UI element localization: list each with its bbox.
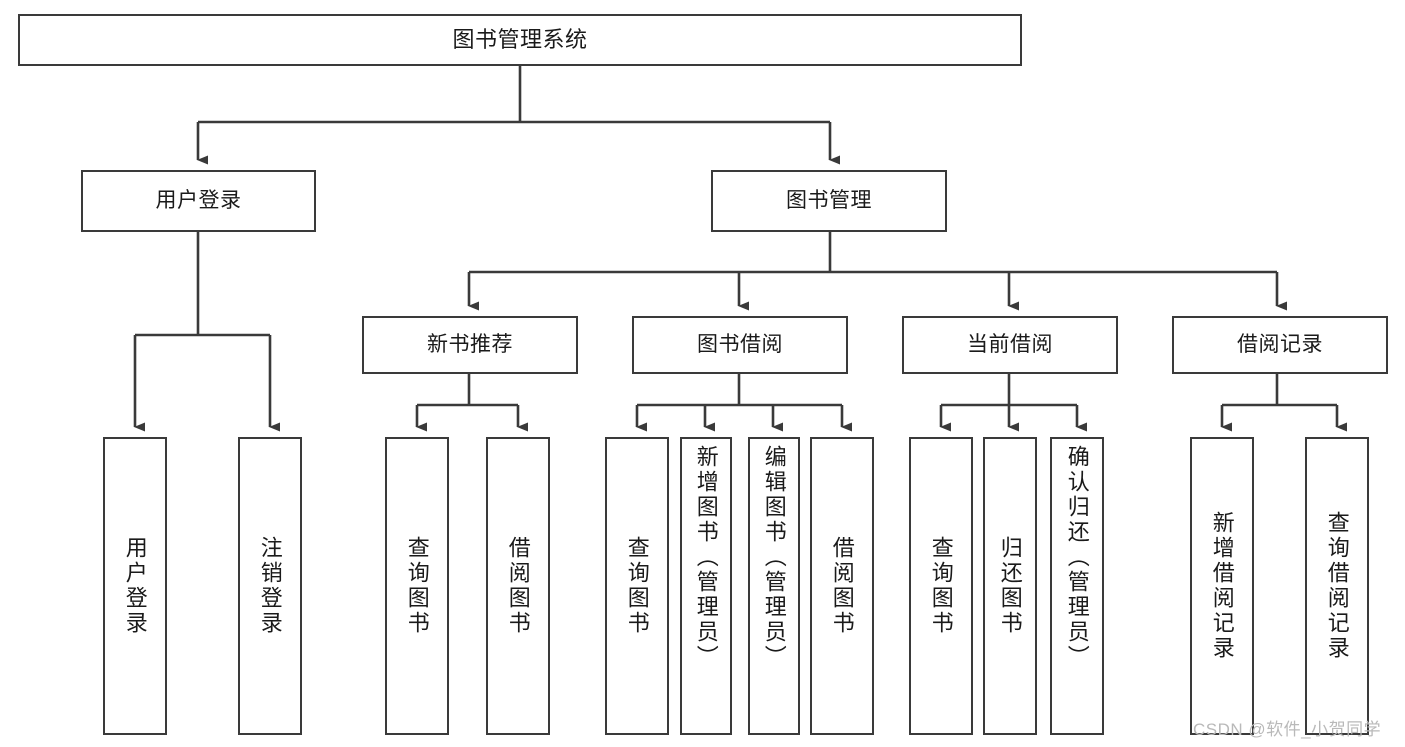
node-label: 注销登录: [257, 536, 283, 636]
node-label: 用户登录: [155, 189, 242, 213]
node-root-book-management-system[interactable]: 图书管理系统: [18, 14, 1022, 66]
leaf-query-book-borrow[interactable]: 查询图书: [605, 437, 669, 735]
vertical-text-wrap: 借阅图书: [812, 439, 872, 733]
vertical-text-wrap: 编辑图书（管理员）: [750, 439, 798, 733]
node-current-borrow[interactable]: 当前借阅: [902, 316, 1118, 374]
leaf-user-login[interactable]: 用户登录: [103, 437, 167, 735]
leaf-add-book-admin[interactable]: 新增图书（管理员）: [680, 437, 732, 735]
leaf-logout-login[interactable]: 注销登录: [238, 437, 302, 735]
leaf-borrow-book-borrow[interactable]: 借阅图书: [810, 437, 874, 735]
node-label: 用户登录: [122, 536, 148, 636]
node-label: 新增借阅记录: [1209, 511, 1235, 661]
vertical-text-wrap: 归还图书: [985, 439, 1035, 733]
vertical-text-wrap: 新增借阅记录: [1192, 439, 1252, 733]
leaf-query-book-recommend[interactable]: 查询图书: [385, 437, 449, 735]
vertical-text-wrap: 查询借阅记录: [1307, 439, 1367, 733]
node-label: 借阅图书: [829, 536, 855, 636]
node-label: 图书管理: [786, 189, 872, 213]
leaf-confirm-return-admin[interactable]: 确认归还（管理员）: [1050, 437, 1104, 735]
node-label: 编辑图书（管理员）: [761, 445, 787, 670]
node-user-login[interactable]: 用户登录: [81, 170, 316, 232]
node-borrow-record[interactable]: 借阅记录: [1172, 316, 1388, 374]
leaf-add-borrow-record[interactable]: 新增借阅记录: [1190, 437, 1254, 735]
node-label: 新增图书（管理员）: [693, 445, 719, 670]
node-label: 确认归还（管理员）: [1064, 445, 1090, 670]
vertical-text-wrap: 新增图书（管理员）: [682, 439, 730, 733]
node-label: 归还图书: [997, 536, 1023, 636]
leaf-borrow-book-recommend[interactable]: 借阅图书: [486, 437, 550, 735]
node-label: 借阅记录: [1237, 333, 1323, 357]
node-label: 当前借阅: [967, 333, 1053, 357]
node-label: 查询图书: [928, 536, 954, 636]
leaf-query-borrow-record[interactable]: 查询借阅记录: [1305, 437, 1369, 735]
node-label: 查询图书: [624, 536, 650, 636]
vertical-text-wrap: 用户登录: [105, 439, 165, 733]
leaf-edit-book-admin[interactable]: 编辑图书（管理员）: [748, 437, 800, 735]
vertical-text-wrap: 查询图书: [387, 439, 447, 733]
vertical-text-wrap: 确认归还（管理员）: [1052, 439, 1102, 733]
vertical-text-wrap: 查询图书: [607, 439, 667, 733]
leaf-query-book-current[interactable]: 查询图书: [909, 437, 973, 735]
node-label: 查询图书: [404, 536, 430, 636]
vertical-text-wrap: 注销登录: [240, 439, 300, 733]
vertical-text-wrap: 借阅图书: [488, 439, 548, 733]
node-label: 图书管理系统: [452, 26, 588, 52]
node-label: 借阅图书: [505, 536, 531, 636]
node-label: 查询借阅记录: [1324, 511, 1350, 661]
vertical-text-wrap: 查询图书: [911, 439, 971, 733]
node-book-management[interactable]: 图书管理: [711, 170, 947, 232]
node-label: 新书推荐: [427, 333, 513, 357]
node-label: 图书借阅: [697, 333, 783, 357]
leaf-return-book[interactable]: 归还图书: [983, 437, 1037, 735]
csdn-watermark: CSDN @软件_小贺同学: [1193, 720, 1382, 739]
node-book-borrow[interactable]: 图书借阅: [632, 316, 848, 374]
node-new-book-recommend[interactable]: 新书推荐: [362, 316, 578, 374]
